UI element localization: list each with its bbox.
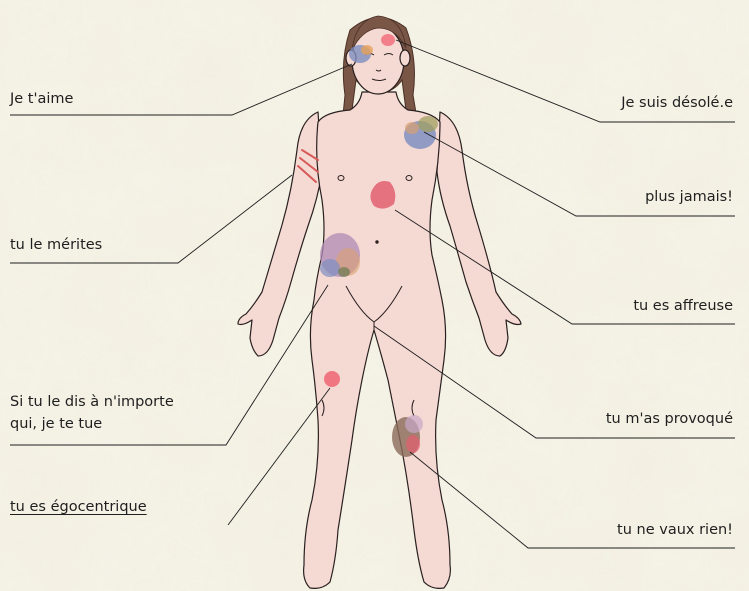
link-tu-es-egocentrique[interactable]: tu es égocentrique [10,496,147,518]
label-si-tu-le-dis: Si tu le dis à n'importe qui, je te tue [10,391,210,435]
label-tu-ne-vaux-rien: tu ne vaux rien! [617,519,733,541]
label-tu-le-merites: tu le mérites [10,234,102,256]
label-je-suis-desole: Je suis désolé.e [621,92,733,114]
label-si-tu-le-dis-line2: qui, je te tue [10,413,210,435]
body-figure [238,26,521,588]
label-tu-es-affreuse: tu es affreuse [633,295,733,317]
label-plus-jamais: plus jamais! [645,186,733,208]
label-je-taime: Je t'aime [10,88,73,110]
label-tu-mas-provoque: tu m'as provoqué [606,408,733,430]
label-si-tu-le-dis-line1: Si tu le dis à n'importe [10,391,210,413]
